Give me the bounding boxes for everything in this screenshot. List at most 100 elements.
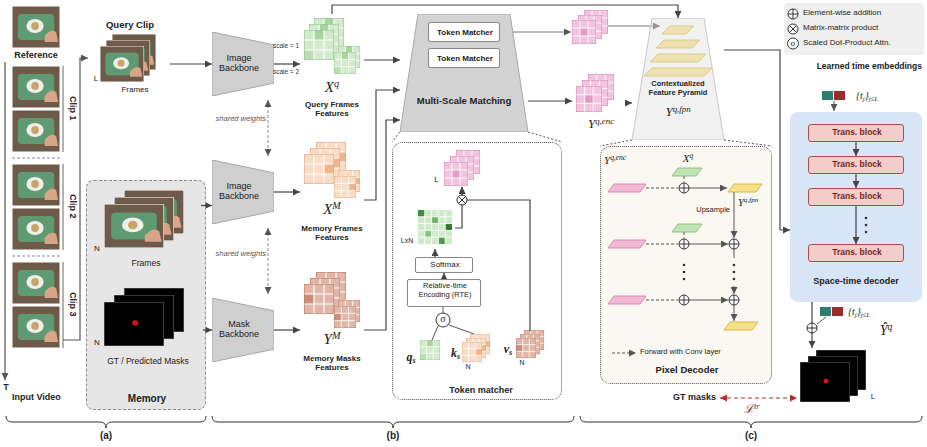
decor-use: [304, 30, 334, 60]
token-matcher: Token Matcher: [428, 48, 500, 68]
text-run: M: [332, 200, 341, 211]
value-tokens: vs: [499, 331, 551, 369]
annotation-label: σ: [437, 313, 449, 325]
outline-shape: [632, 18, 724, 140]
decor-circle: [865, 224, 868, 227]
node-label: Pixel Decoder: [621, 365, 753, 376]
decor-path: [679, 239, 689, 249]
text-run: s: [457, 352, 460, 361]
annotation-label: N: [517, 359, 527, 367]
text-run: Y: [665, 104, 672, 119]
connector-arrow: [274, 191, 300, 192]
text-run: q,fpn: [673, 104, 691, 114]
decor-use: [800, 362, 850, 402]
decor-use: [334, 306, 356, 328]
connector-arrow: [364, 90, 400, 200]
annotation-label: N: [93, 338, 101, 347]
decor-path: [63, 58, 88, 340]
legend-label: Matrix-matrix product: [803, 23, 923, 32]
node-label: Softmax: [416, 260, 474, 269]
decor-circle: [679, 239, 689, 249]
decor-path: [12, 158, 60, 256]
decor-circle: [436, 313, 450, 327]
decor-polygon: [672, 224, 702, 232]
detail-panel: Token matcher SoftmaxRelative-time Encodi…: [392, 142, 562, 400]
decor-path: [212, 416, 574, 428]
text-run: X: [323, 201, 332, 217]
node-label: Space-time decoder: [792, 276, 920, 286]
annotation-label: {tj}j≤L: [856, 90, 916, 103]
text-run: Y: [588, 116, 595, 131]
annotation-label: {tj}j≤L: [848, 306, 908, 319]
decor-use: [304, 154, 334, 184]
annotation-label: T: [1, 382, 11, 392]
node-label: Token matcher: [421, 385, 541, 395]
decor-circle: [733, 264, 736, 267]
outline-shape: [212, 32, 274, 96]
annotation-label: Yq,fpn: [738, 196, 771, 209]
connector-arrow: [170, 63, 212, 64]
node-label: Yq,fpn: [632, 104, 724, 120]
text-run: Y: [738, 197, 744, 208]
decor-circle: [683, 278, 686, 281]
output-masks: Ŷq: [796, 348, 872, 408]
decor-use: [304, 284, 334, 314]
decor-line: [720, 398, 797, 399]
decor-circle: [679, 183, 689, 193]
annotation-label: shared weights: [212, 115, 266, 124]
decor-path: [646, 176, 684, 300]
node-label: Relative-time Encoding (RTE): [408, 282, 482, 299]
decor-line: [817, 317, 826, 324]
annotation-label: Learned time embeddings: [794, 62, 922, 72]
text-run: X: [683, 152, 690, 164]
outline-shape: [212, 298, 274, 362]
annotation-label: Reference: [6, 50, 66, 60]
decor-path: [788, 9, 798, 19]
decor-use: [334, 52, 356, 74]
transformer-block: Trans. block: [808, 244, 904, 262]
decor-path: [63, 66, 64, 348]
annotation-label: shared weights: [212, 250, 266, 259]
annotation-label: Input Video: [12, 392, 78, 402]
node-label: Yq,enc: [572, 116, 630, 132]
memory-panel: MemoryFramesGT / Predicted Masks: [86, 180, 206, 410]
node-label: Query Clip: [90, 20, 170, 31]
image-backbone: Image Backbone: [212, 32, 274, 96]
decor-use: [12, 110, 60, 152]
decor-line: [734, 305, 735, 321]
transformer-block: Trans. block: [808, 124, 904, 142]
connector-arrow: [855, 206, 856, 244]
decor-circle: [865, 231, 868, 234]
legend-label: Scaled Dot-Product Attn.: [803, 38, 923, 47]
text-run: k: [451, 346, 457, 360]
connector-arrow: [455, 187, 462, 228]
connector-arrow: [855, 174, 856, 188]
text-run: s: [509, 348, 512, 357]
text-run: {t: [848, 306, 855, 317]
decor-use: [12, 306, 60, 348]
node-label: L: [432, 175, 441, 184]
decor-circle: [729, 295, 739, 305]
decor-use: [12, 262, 60, 304]
text-run: {t: [856, 90, 863, 101]
annotation-label: (c): [731, 430, 771, 442]
connector-arrow: [434, 249, 435, 257]
text-run: s: [412, 356, 415, 365]
decor-circle: [788, 24, 798, 34]
text-run: q: [406, 350, 412, 364]
connector-arrow: [203, 329, 212, 330]
text-run: Y: [604, 154, 610, 166]
node-label: LxN: [396, 237, 418, 245]
decor-circle: [788, 38, 799, 49]
outline-shape: [400, 14, 528, 132]
rte-box: Relative-time Encoding (RTE): [407, 279, 481, 307]
decor-path: [729, 295, 739, 305]
decor-polygon: [724, 322, 758, 330]
decor-use: [420, 340, 440, 360]
node-label: Token Matcher: [429, 28, 501, 37]
connector-arrow: [528, 100, 572, 101]
decor-path: [679, 295, 689, 305]
annotation-label: scale = 2: [270, 68, 302, 75]
decor-use: [418, 210, 452, 244]
text-run: Y: [324, 331, 332, 347]
